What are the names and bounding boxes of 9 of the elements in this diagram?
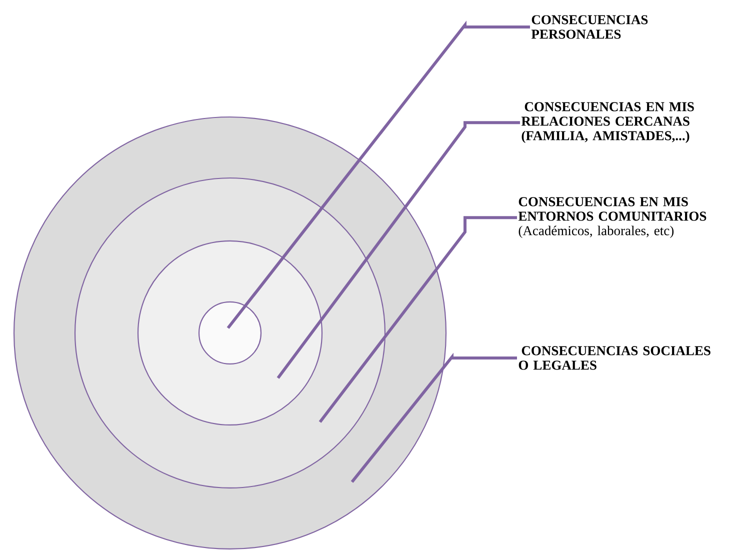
consequence-label: CONSECUENCIAS EN MIS ENTORNOS COMUNITARIOS (Académicos, laborales, etc): [518, 197, 706, 238]
consequence-label: CONSECUENCIAS SOCIALES O LEGALES: [518, 346, 710, 370]
leader-line: [276, 121, 520, 379]
leader-line: [318, 216, 517, 423]
leader-line: [226, 20, 530, 329]
consequence-label: CONSECUENCIAS EN MIS RELACIONES CERCANAS (FAMILIA, AMISTADES,...): [521, 102, 694, 143]
consequence-label: CONSECUENCIAS PERSONALES: [531, 15, 648, 39]
ring-circle: [198, 301, 262, 365]
leader-line: [350, 352, 517, 483]
